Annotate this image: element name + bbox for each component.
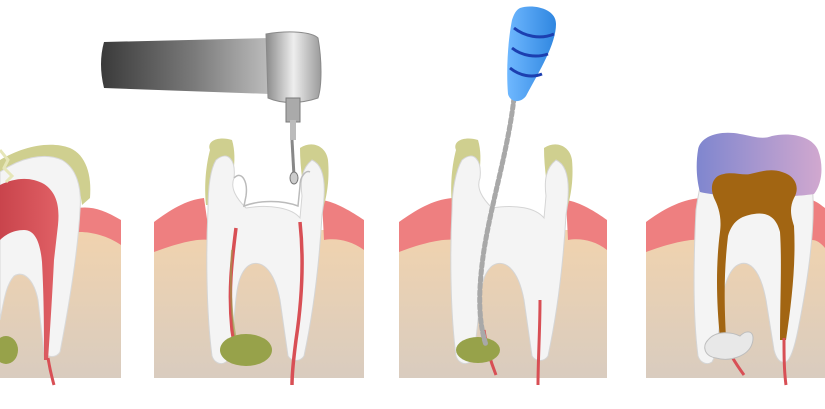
inflamed-pulp [0,178,59,360]
root-canal-right [782,337,788,386]
root-canal-nerve [46,357,56,386]
gum-tissue-right [812,200,825,248]
stage-filled-and-crowned [646,132,825,386]
infection-abscess [220,334,272,366]
stage-infected-tooth [0,144,121,386]
root-canal-right [536,299,542,386]
stage-canal-cleaning [399,6,607,386]
root-canal-right [290,221,304,386]
healed-area [704,331,754,360]
endodontic-file-icon [477,6,556,348]
canal-trace-olive [229,249,237,341]
infection-abscess [0,336,18,364]
gum-tissue-right [566,200,607,250]
decay-crack-icon [0,149,15,184]
gutta-percha-filling [711,170,797,340]
infection-abscess [456,337,500,363]
gum-tissue [646,198,704,252]
gum-tissue [399,198,456,252]
stage-drilling-access [101,31,364,386]
gum-tissue-right [322,200,364,250]
access-cavity [233,170,311,208]
dental-drill-icon [101,31,322,185]
gum-tissue [154,198,210,252]
